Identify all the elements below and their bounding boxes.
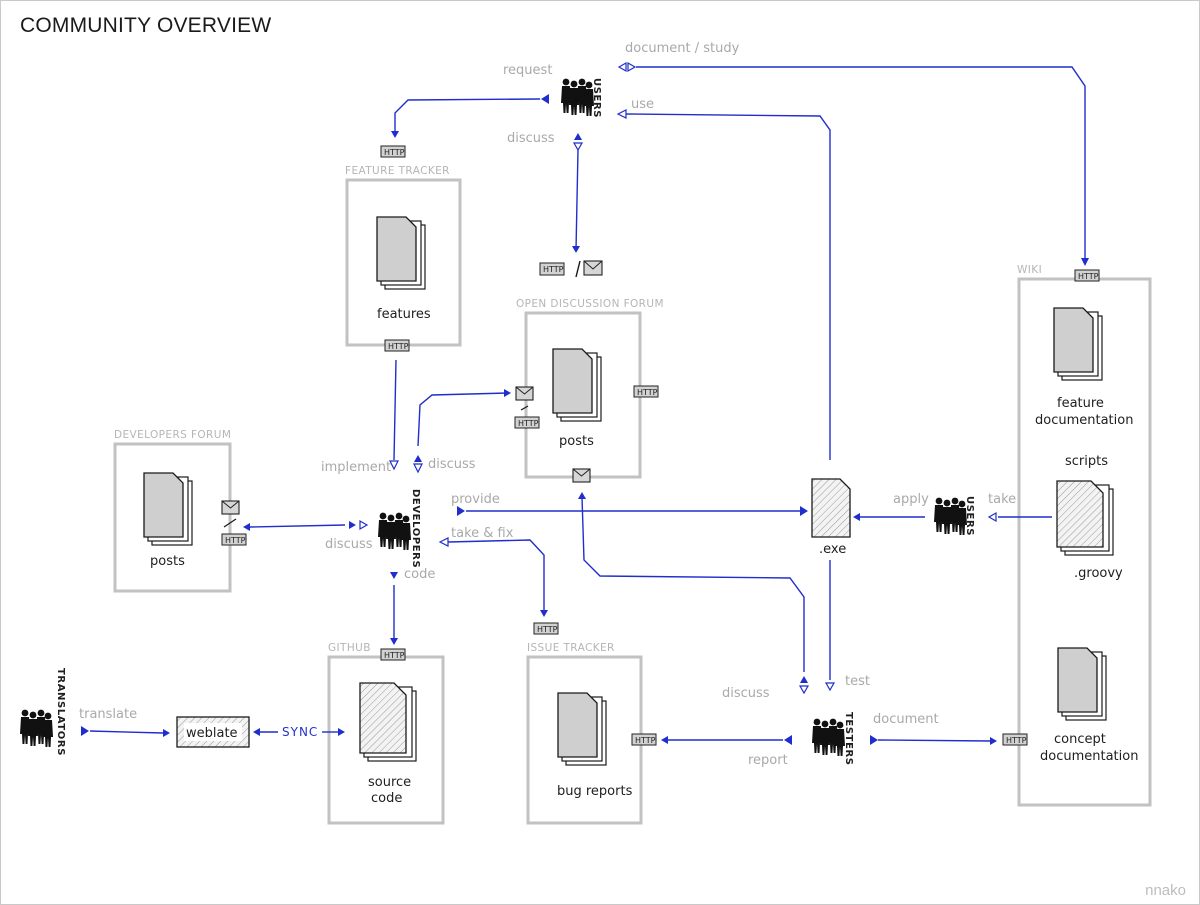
edge-label-report: report [748, 753, 788, 768]
github-label: GITHUB [328, 642, 371, 654]
developers-forum-container: DEVELOPERS FORUM [113, 429, 232, 593]
translators-label: TRANSLATORS [55, 668, 66, 756]
source-code-label-line2: code [371, 791, 402, 806]
mail-icon [515, 386, 534, 401]
edge-label-document: document [873, 712, 939, 727]
http-badge-icon: HTTP [384, 339, 410, 352]
developers-forum-label: DEVELOPERS FORUM [114, 429, 231, 441]
http-badge-icon: HTTP [380, 145, 406, 158]
users-right-group-icon [934, 497, 967, 535]
http-badge-icon: HTTP [221, 533, 247, 546]
features-document-icon [376, 216, 426, 290]
svg-text:HTTP: HTTP [225, 536, 246, 545]
features-label: features [377, 307, 431, 322]
http-or-mail-slash [520, 405, 529, 411]
bug-reports-document-icon [557, 692, 607, 766]
users-right-label: USERS [964, 496, 975, 536]
feature-tracker-label: FEATURE TRACKER [345, 165, 450, 177]
edge-label-code: code [404, 567, 435, 582]
svg-text:HTTP: HTTP [384, 651, 405, 660]
translators-group-icon [20, 709, 53, 747]
connectors [81, 61, 1089, 745]
open-forum-label: OPEN DISCUSSION FORUM [516, 298, 664, 310]
svg-text:HTTP: HTTP [537, 625, 558, 634]
edge-label-request: request [503, 63, 552, 78]
executable-label: .exe [819, 542, 846, 557]
edge-label-document-study: document / study [625, 41, 740, 56]
weblate-label: weblate [186, 726, 238, 741]
feature-documentation-icon [1053, 307, 1103, 381]
author-signature: nnako [1145, 882, 1186, 899]
feature-documentation-label-line2: documentation [1035, 413, 1133, 428]
edge-label-discuss-dev: discuss [325, 537, 373, 552]
svg-text:HTTP: HTTP [1006, 736, 1027, 745]
source-code-document-icon [359, 682, 417, 762]
http-badge-icon: HTTP [631, 733, 657, 746]
http-badge-icon: HTTP [533, 622, 559, 635]
edge-label-apply: apply [893, 492, 929, 507]
svg-text:HTTP: HTTP [384, 148, 405, 157]
testers-label: TESTERS [843, 712, 854, 766]
http-badge-icon: HTTP [1074, 269, 1100, 282]
svg-text:HTTP: HTTP [635, 736, 656, 745]
edge-label-provide: provide [451, 492, 500, 507]
issue-tracker-label: ISSUE TRACKER [527, 642, 615, 654]
svg-text:HTTP: HTTP [518, 419, 539, 428]
developers-label: DEVELOPERS [410, 489, 421, 568]
http-badge-icon: HTTP [1002, 733, 1028, 746]
mail-icon [221, 500, 240, 515]
svg-text:HTTP: HTTP [1078, 272, 1099, 281]
edge-label-discuss-dev-forum: discuss [428, 457, 476, 472]
http-or-mail-slash [575, 260, 581, 278]
open-forum-posts-label: posts [559, 434, 594, 449]
http-badge-icon: HTTP [380, 648, 406, 661]
edge-label-use: use [631, 97, 654, 112]
mail-icon [583, 260, 603, 276]
sync-label: SYNC [282, 725, 318, 739]
users-top-group-icon [561, 78, 594, 116]
edge-label-take: take [988, 492, 1016, 507]
executable-icon [811, 478, 851, 538]
svg-text:HTTP: HTTP [637, 388, 658, 397]
edge-label-take-fix: take & fix [451, 526, 514, 541]
wiki-label: WIKI [1017, 264, 1042, 276]
developers-group-icon [378, 512, 411, 550]
http-badge-icon: HTTP [514, 416, 540, 429]
bug-reports-label: bug reports [557, 784, 633, 799]
http-badge-icon: HTTP [539, 262, 565, 276]
svg-text:HTTP: HTTP [388, 342, 409, 351]
concept-documentation-label-line2: documentation [1040, 749, 1138, 764]
users-top-label: USERS [591, 78, 602, 118]
open-forum-posts-document-icon [552, 348, 602, 422]
edge-label-implement: implement [321, 460, 391, 475]
developers-forum-posts-label: posts [150, 554, 185, 569]
edge-label-test: test [845, 674, 870, 689]
svg-text:HTTP: HTTP [543, 265, 564, 274]
scripts-label: scripts [1065, 454, 1108, 469]
edge-label-discuss-testers: discuss [722, 686, 770, 701]
weblate-box: weblate [176, 716, 250, 748]
source-code-label-line1: source [368, 775, 411, 790]
page-title: COMMUNITY OVERVIEW [20, 14, 272, 37]
edge-label-translate: translate [79, 707, 137, 722]
http-badge-icon: HTTP [633, 385, 659, 398]
edge-label-discuss-users: discuss [507, 131, 555, 146]
concept-documentation-icon [1057, 647, 1107, 721]
mail-icon [572, 468, 591, 483]
scripts-document-icon [1056, 480, 1114, 556]
developers-forum-posts-document-icon [143, 472, 193, 546]
concept-documentation-label-line1: concept [1054, 732, 1106, 747]
testers-group-icon [812, 718, 845, 756]
groovy-label: .groovy [1074, 566, 1123, 581]
http-or-mail-slash [223, 518, 237, 528]
feature-documentation-label-line1: feature [1057, 396, 1104, 411]
